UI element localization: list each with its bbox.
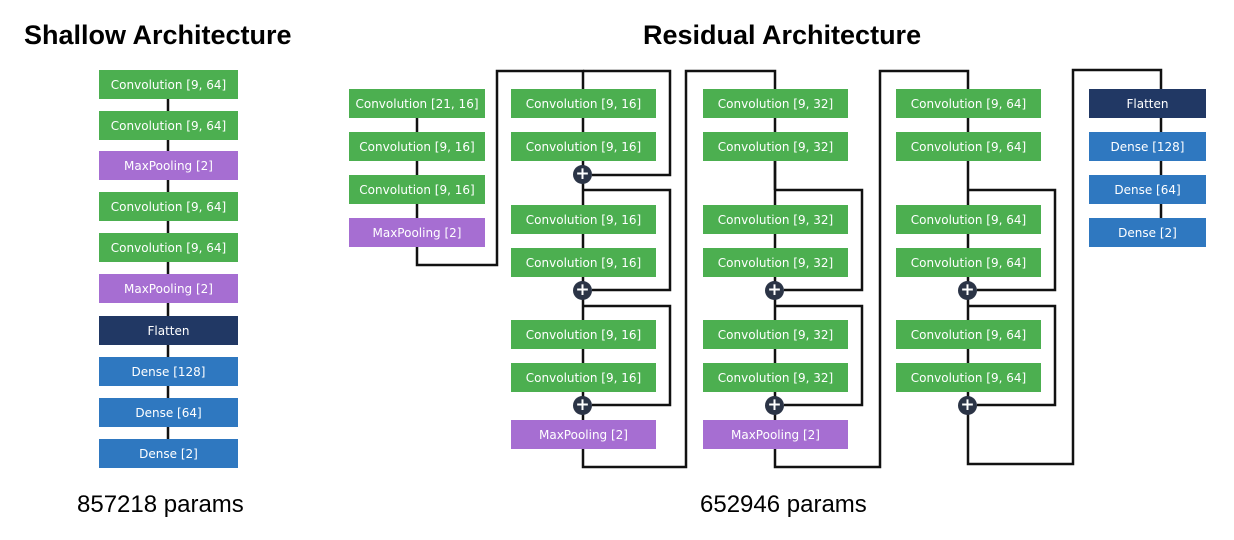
stage1-add-icon: + bbox=[573, 165, 592, 184]
stem-to-stage1-line bbox=[415, 69, 585, 267]
stage1-add-icon: + bbox=[573, 281, 592, 300]
shallow-flatten: Flatten bbox=[99, 316, 238, 345]
head-dense-128: Dense [128] bbox=[1089, 132, 1206, 161]
stem-conv-1: Convolution [21, 16] bbox=[349, 89, 485, 118]
shallow-maxpool-1: MaxPooling [2] bbox=[99, 151, 238, 180]
shallow-maxpool-2: MaxPooling [2] bbox=[99, 274, 238, 303]
stage1-to-stage2-line bbox=[581, 69, 777, 469]
stage2-skip-2 bbox=[775, 188, 864, 292]
stage3-conv-6: Convolution [9, 64] bbox=[896, 363, 1041, 392]
stage2-to-stage3-line bbox=[773, 69, 970, 469]
stage1-skip-2 bbox=[583, 188, 672, 292]
stage2-maxpool: MaxPooling [2] bbox=[703, 420, 848, 449]
stage3-to-head-line bbox=[966, 68, 1163, 466]
stage1-conv-3: Convolution [9, 16] bbox=[511, 205, 656, 234]
stage3-conv-1: Convolution [9, 64] bbox=[896, 89, 1041, 118]
head-dense-64: Dense [64] bbox=[1089, 175, 1206, 204]
stage2-add-icon: + bbox=[765, 396, 784, 415]
stage3-conv-2: Convolution [9, 64] bbox=[896, 132, 1041, 161]
head-flatten: Flatten bbox=[1089, 89, 1206, 118]
shallow-dense-128: Dense [128] bbox=[99, 357, 238, 386]
stage2-conv-4: Convolution [9, 32] bbox=[703, 248, 848, 277]
stage2-conv-2: Convolution [9, 32] bbox=[703, 132, 848, 161]
stage1-add-icon: + bbox=[573, 396, 592, 415]
shallow-dense-2: Dense [2] bbox=[99, 439, 238, 468]
stage2-conv-1: Convolution [9, 32] bbox=[703, 89, 848, 118]
stage3-add-icon: + bbox=[958, 396, 977, 415]
stage2-add-icon: + bbox=[765, 281, 784, 300]
stage2-skip-3 bbox=[775, 304, 864, 407]
residual-title: Residual Architecture bbox=[643, 20, 922, 50]
stage2-conv-5: Convolution [9, 32] bbox=[703, 320, 848, 349]
stage2-conv-6: Convolution [9, 32] bbox=[703, 363, 848, 392]
head-dense-2: Dense [2] bbox=[1089, 218, 1206, 247]
stem-maxpool: MaxPooling [2] bbox=[349, 218, 485, 247]
stage3-skip-2 bbox=[968, 188, 1057, 292]
residual-params: 652946 params bbox=[700, 491, 867, 518]
stage1-conv-5: Convolution [9, 16] bbox=[511, 320, 656, 349]
stage3-add-icon: + bbox=[958, 281, 977, 300]
shallow-conv-2: Convolution [9, 64] bbox=[99, 111, 238, 140]
shallow-conv-1: Convolution [9, 64] bbox=[99, 70, 238, 99]
stage1-maxpool: MaxPooling [2] bbox=[511, 420, 656, 449]
shallow-params: 857218 params bbox=[77, 491, 244, 518]
stage1-conv-6: Convolution [9, 16] bbox=[511, 363, 656, 392]
stage3-skip-3 bbox=[968, 304, 1057, 407]
stage1-conv-4: Convolution [9, 16] bbox=[511, 248, 656, 277]
stage1-skip-3 bbox=[583, 304, 672, 407]
stage1-conv-2: Convolution [9, 16] bbox=[511, 132, 656, 161]
stage3-conv-4: Convolution [9, 64] bbox=[896, 248, 1041, 277]
shallow-dense-64: Dense [64] bbox=[99, 398, 238, 427]
stage1-skip-1 bbox=[583, 69, 672, 177]
shallow-conv-4: Convolution [9, 64] bbox=[99, 233, 238, 262]
stage3-conv-5: Convolution [9, 64] bbox=[896, 320, 1041, 349]
shallow-conv-3: Convolution [9, 64] bbox=[99, 192, 238, 221]
stem-conv-2: Convolution [9, 16] bbox=[349, 132, 485, 161]
stage3-conv-3: Convolution [9, 64] bbox=[896, 205, 1041, 234]
shallow-title: Shallow Architecture bbox=[24, 20, 292, 50]
stem-conv-3: Convolution [9, 16] bbox=[349, 175, 485, 204]
stage1-conv-1: Convolution [9, 16] bbox=[511, 89, 656, 118]
stage2-conv-3: Convolution [9, 32] bbox=[703, 205, 848, 234]
